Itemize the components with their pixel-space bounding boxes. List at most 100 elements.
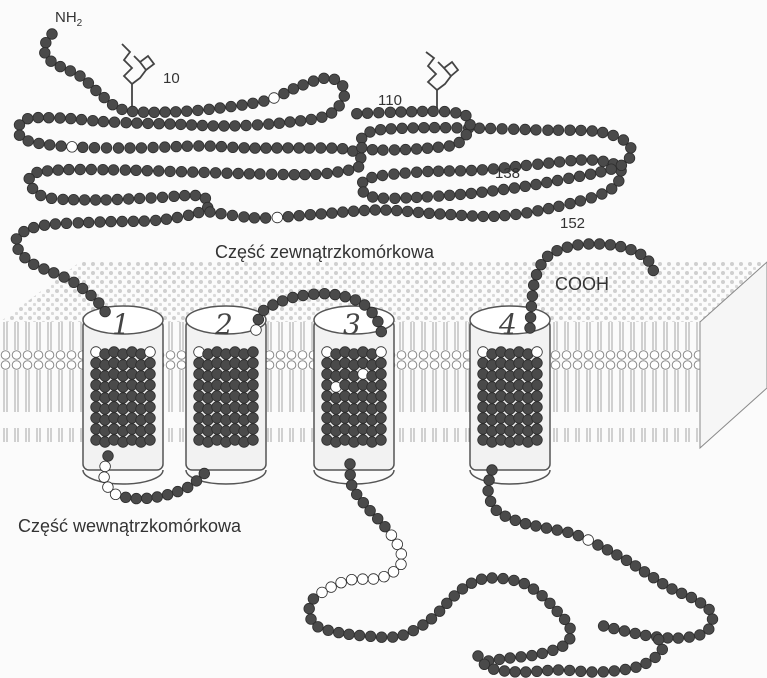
residue-bead (419, 122, 430, 133)
residue-bead (562, 242, 573, 253)
residue-bead (272, 143, 283, 154)
residue-bead (73, 218, 84, 229)
residue-bead (553, 665, 564, 676)
glycan-tree-2 (426, 52, 458, 110)
residue-bead (182, 141, 193, 152)
residue-bead (615, 241, 626, 252)
residue-bead (532, 358, 543, 369)
residue-bead (564, 665, 575, 676)
residue-bead (376, 435, 387, 446)
residue-bead (358, 187, 369, 198)
residue-bead (298, 290, 309, 301)
residue-bead (376, 347, 387, 358)
residue-bead (461, 129, 472, 140)
residue-bead (305, 209, 316, 220)
residue-bead (605, 240, 616, 251)
residue-bead (277, 296, 288, 307)
residue-bead (598, 621, 609, 632)
residue-bead (392, 539, 403, 550)
residue-bead (531, 179, 542, 190)
residue-bead (586, 193, 597, 204)
residue-bead (110, 489, 121, 500)
residue-bead (497, 124, 508, 135)
residue-bead (145, 402, 156, 413)
residue-bead (353, 162, 364, 173)
residue-bead (190, 190, 201, 201)
residue-bead (396, 549, 407, 560)
residue-bead (367, 144, 378, 155)
residue-bead (186, 120, 197, 131)
residue-bead (41, 37, 52, 48)
residue-bead (188, 167, 199, 178)
residue-bead (488, 664, 499, 675)
residue-bead (283, 211, 294, 222)
residue-bead (125, 143, 136, 154)
residue-bead (46, 56, 57, 67)
residue-bead (618, 135, 629, 146)
residue-bead (343, 165, 354, 176)
residue-bead (422, 192, 433, 203)
residue-bead (44, 112, 55, 123)
residue-bead (138, 107, 149, 118)
residue-bead (376, 380, 387, 391)
residue-bead (23, 136, 34, 147)
residue-bead (542, 251, 553, 262)
residue-bead (244, 169, 255, 180)
residue-bead (531, 125, 542, 136)
residue-bead (598, 667, 609, 678)
residue-bead (319, 288, 330, 299)
residue-bead (602, 545, 613, 556)
residue-bead (428, 106, 439, 117)
residue-bead (417, 106, 428, 117)
residue-bead (154, 118, 165, 129)
residue-bead (333, 627, 344, 638)
residue-bead (466, 188, 477, 199)
residue-bead (500, 511, 511, 522)
residue-bead (532, 369, 543, 380)
residue-bead (327, 143, 338, 154)
residue-bead (121, 117, 132, 128)
residue-bead (112, 194, 123, 205)
residue-bead (249, 213, 260, 224)
residue-bead (406, 106, 417, 117)
residue-bead (345, 459, 356, 470)
residue-bead (199, 167, 210, 178)
residue-bead (117, 104, 128, 115)
residue-bead (289, 169, 300, 180)
residue-bead (597, 127, 608, 138)
residue-bead (573, 530, 584, 541)
residue-bead (676, 588, 687, 599)
residue-bead (392, 205, 403, 216)
residue-bead (520, 124, 531, 135)
residue-bead (333, 167, 344, 178)
residue-bead (532, 347, 543, 358)
residue-bead (401, 193, 412, 204)
residue-bead (455, 166, 466, 177)
residue-bead (255, 169, 266, 180)
residue-bead (389, 169, 400, 180)
residue-bead (120, 492, 131, 503)
residue-bead (574, 171, 585, 182)
residue-bead (317, 112, 328, 123)
residue-bead (239, 143, 250, 154)
residue-bead (424, 208, 435, 219)
residue-bead (248, 358, 259, 369)
residue-bead (182, 482, 193, 493)
residue-bead (498, 184, 509, 195)
residue-bead (643, 256, 654, 267)
helix-1-label: 1 (112, 308, 130, 341)
residue-bead (408, 625, 419, 636)
residue-bead (477, 165, 488, 176)
residue-bead (553, 125, 564, 136)
extracellular-label: Część zewnątrzkomórkowa (215, 242, 435, 262)
residue-bead (68, 194, 79, 205)
residue-bead (566, 155, 577, 166)
residue-bead (34, 138, 45, 149)
residue-bead (346, 574, 357, 585)
residue-bead (337, 143, 348, 154)
residue-bead (91, 85, 102, 96)
residue-bead (193, 207, 204, 218)
residue-bead (631, 662, 642, 673)
residue-bead (489, 211, 500, 222)
